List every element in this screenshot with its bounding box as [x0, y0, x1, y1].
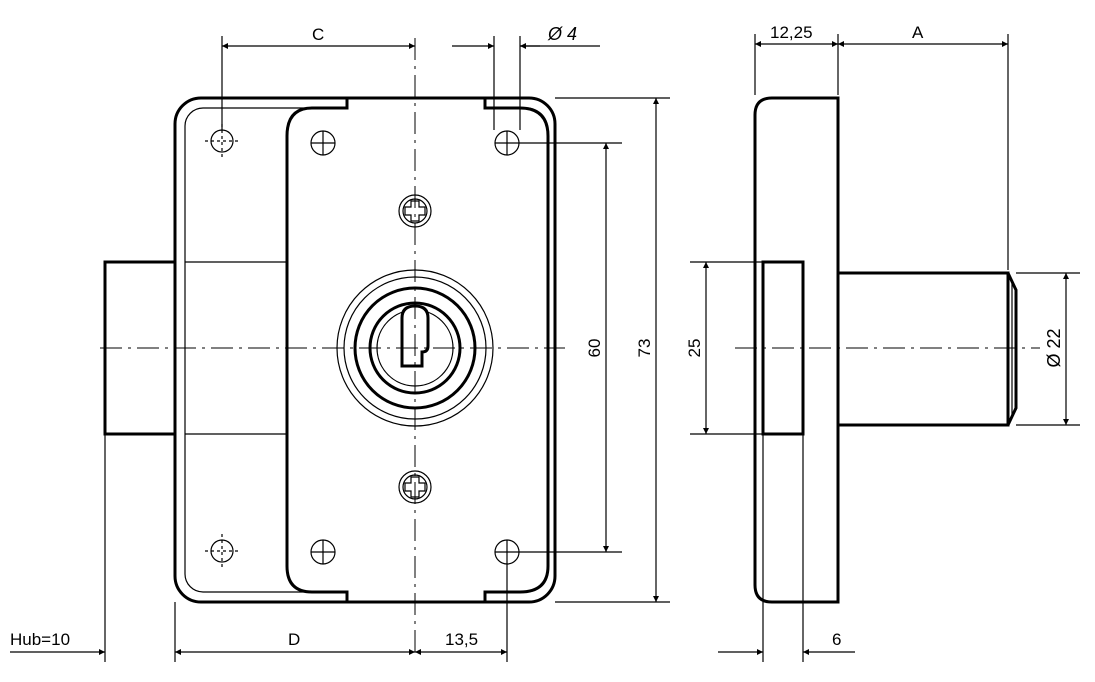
dim-label-c: C — [312, 25, 324, 44]
dim-label-60: 60 — [585, 339, 604, 358]
dim-label-d: D — [288, 630, 300, 649]
front-view — [100, 38, 565, 655]
dim-label-13-5: 13,5 — [445, 630, 478, 649]
mounting-hole-bottom-left — [205, 534, 239, 568]
side-view — [735, 96, 1040, 604]
side-cylinder-end — [1006, 272, 1018, 426]
dim-label-phi-4: Ø 4 — [547, 24, 577, 44]
mounting-hole-housing-top-left — [310, 130, 336, 156]
dimension-lines — [10, 34, 1080, 662]
side-cylinder — [836, 271, 1010, 427]
side-body — [753, 96, 840, 604]
dim-label-6: 6 — [832, 630, 841, 649]
dim-label-phi-22: Ø 22 — [1044, 328, 1064, 367]
dim-label-12-25: 12,25 — [770, 23, 813, 42]
mounting-hole-housing-bottom-left — [310, 539, 336, 565]
mounting-hole-housing-bottom-right — [494, 539, 520, 565]
dim-label-25: 25 — [685, 339, 704, 358]
dim-label-a: A — [912, 23, 924, 42]
mounting-hole-housing-top-right — [494, 130, 520, 156]
dim-label-73: 73 — [635, 339, 654, 358]
dim-label-hub: Hub=10 — [10, 630, 70, 649]
